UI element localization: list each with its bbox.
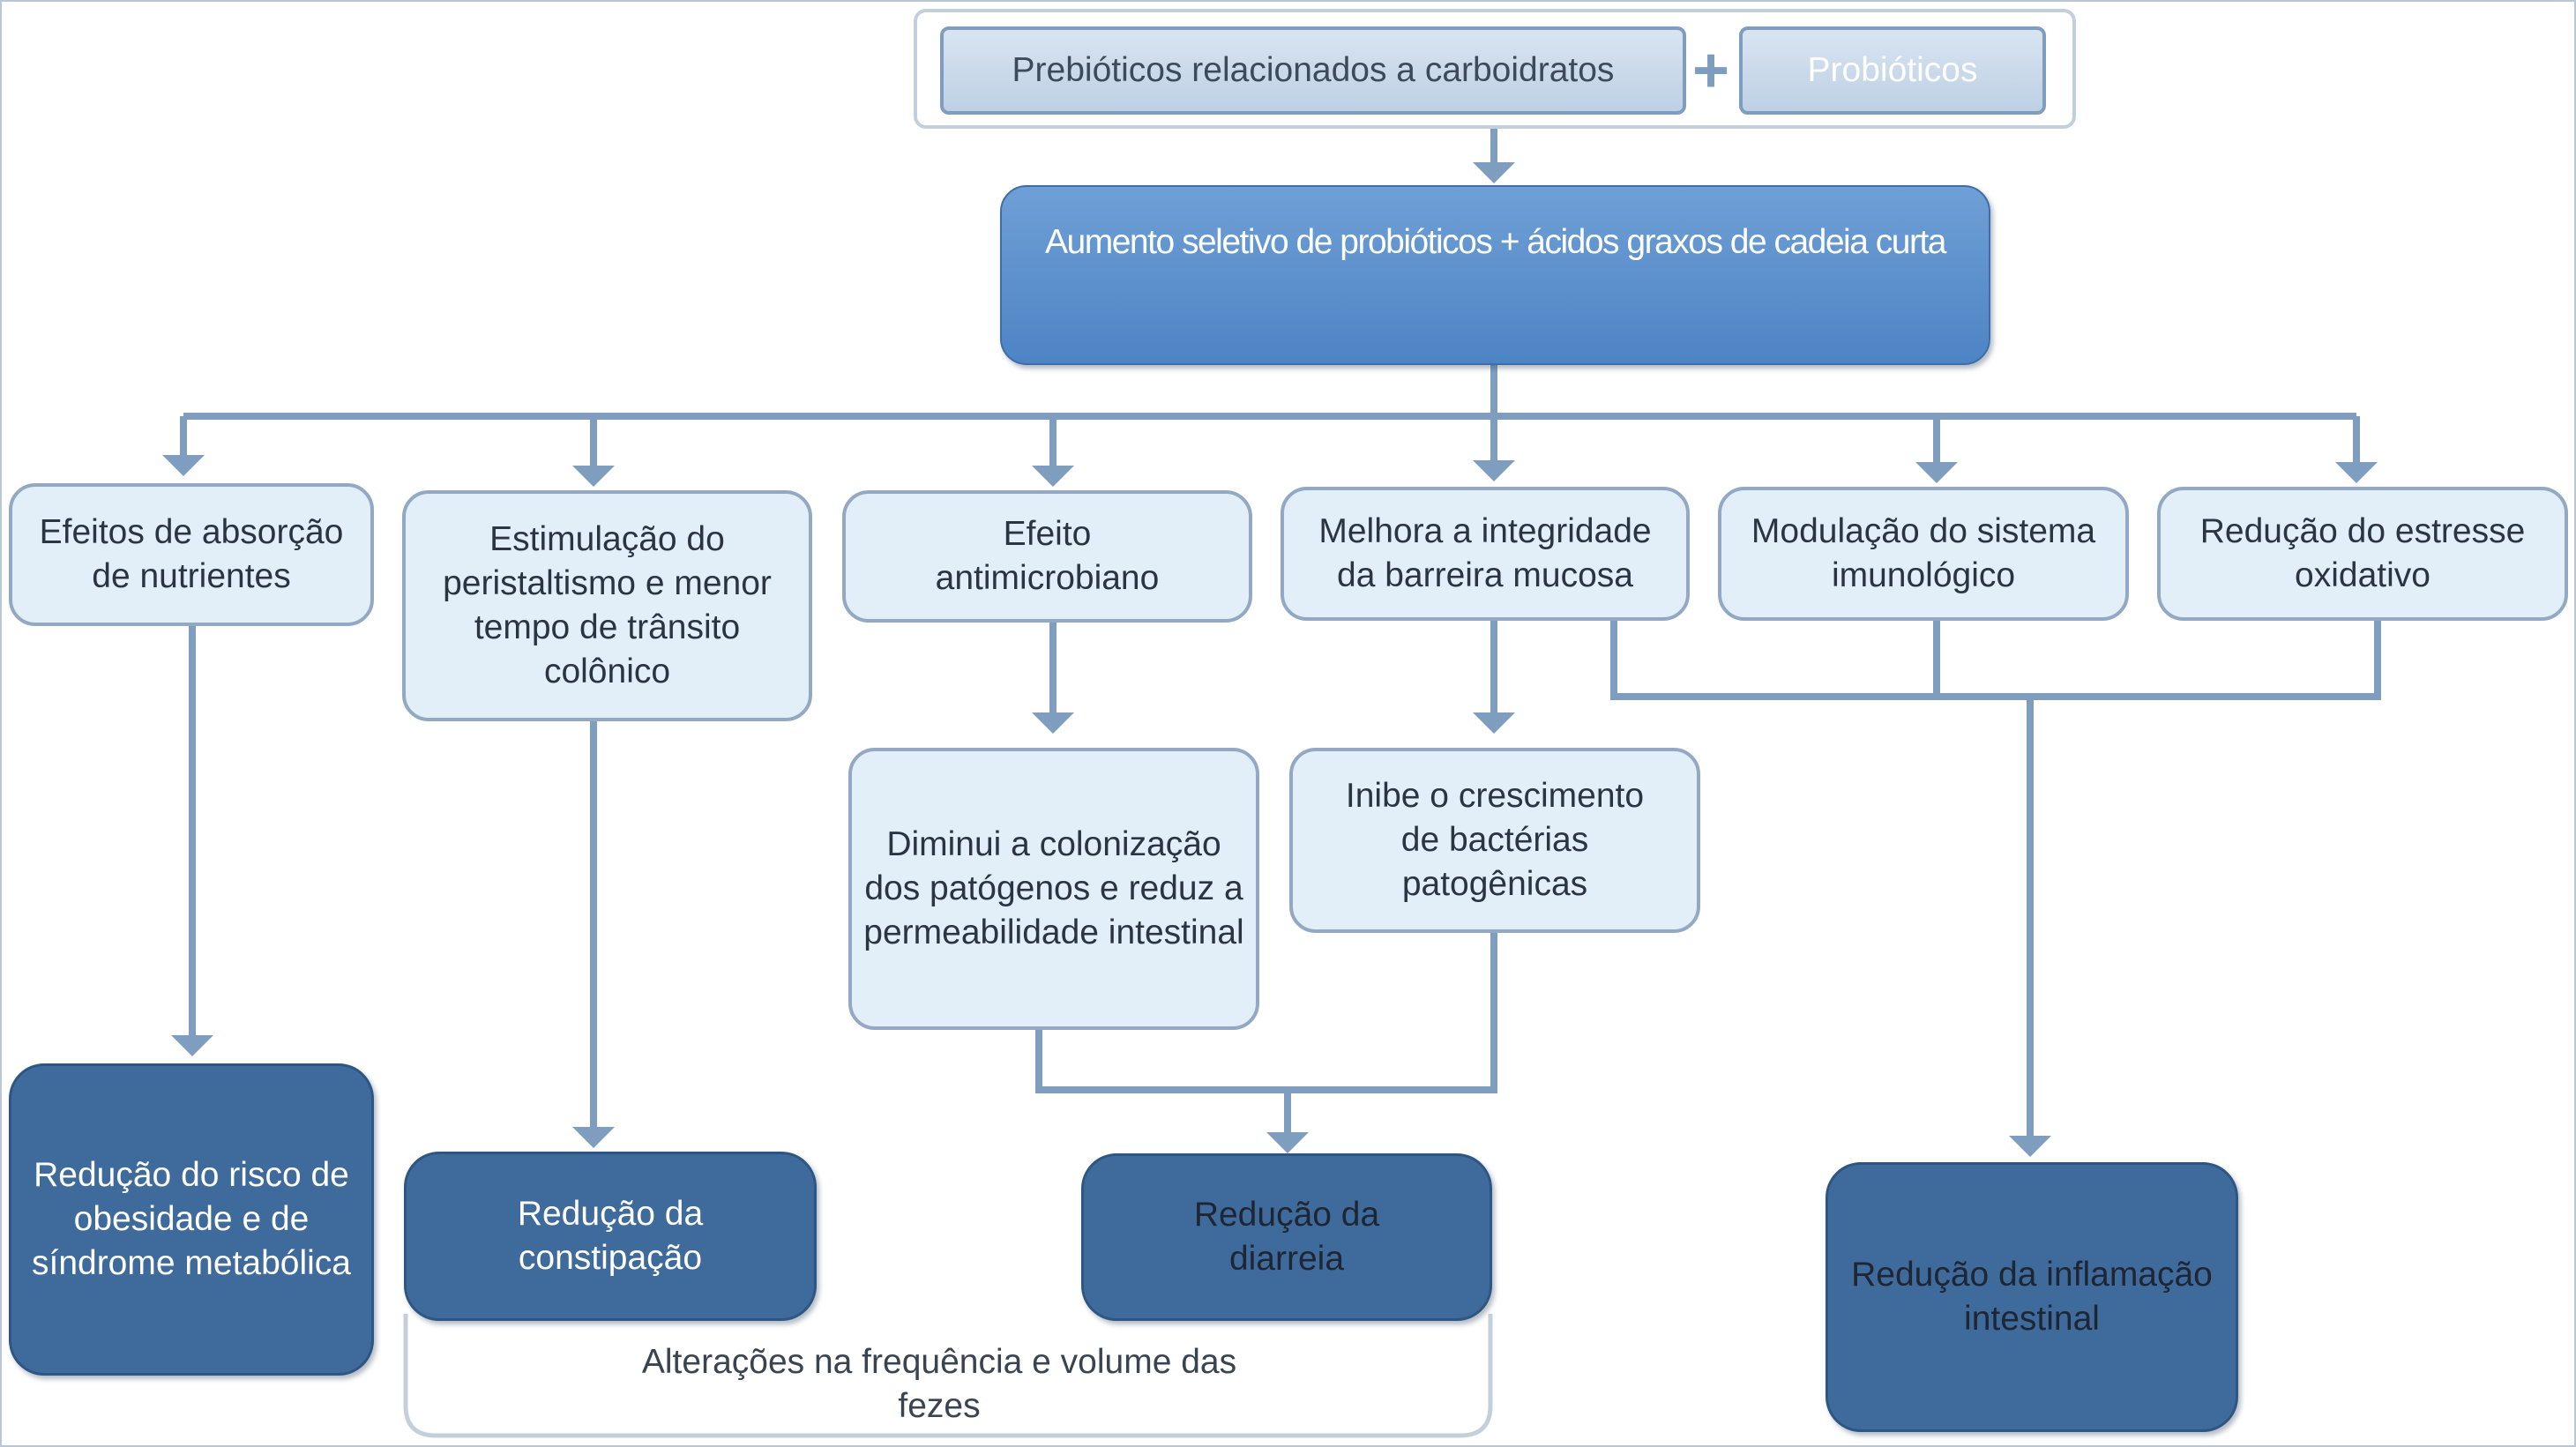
bacteria-box: Inibe o crescimento de bactérias patogên… (1289, 748, 1700, 933)
effect-peristalsis-box: Estimulação do peristaltismo e menor tem… (402, 490, 812, 721)
outcome-inflammation-box: Redução da inflamação intestinal (1826, 1162, 2238, 1432)
effect-peristalsis-label: Estimulação do peristaltismo e menor tem… (443, 520, 772, 690)
connector-merge-to-diarrhea (1035, 933, 1497, 1093)
outcome-constipation-label: Redução da constipação (517, 1195, 704, 1277)
effect-absorption-box: Efeitos de absorção de nutrientes (9, 483, 374, 626)
effect-immune-label: Modulação do sistema imunológico (1751, 512, 2096, 594)
bacteria-label: Inibe o crescimento de bactérias patogên… (1345, 777, 1645, 903)
main-effect-label: Aumento seletivo de probióticos + ácidos… (1045, 223, 1946, 261)
outcome-diarrhea-label: Redução da diarreia (1193, 1196, 1380, 1278)
effect-absorption-label: Efeitos de absorção de nutrientes (39, 513, 344, 595)
colonization-label: Diminui a colonização dos patógenos e re… (863, 825, 1244, 951)
outcome-obesity-box: Redução do risco de obesidade e de síndr… (9, 1063, 374, 1376)
outcome-inflammation-label: Redução da inflamação intestinal (1851, 1256, 2213, 1338)
outcome-constipation-box: Redução da constipação (404, 1152, 817, 1321)
effect-antimicrobial-box: Efeito antimicrobiano (842, 490, 1252, 623)
plus-icon: + (1691, 35, 1730, 106)
probiotics-box: Probióticos (1739, 26, 2046, 115)
probiotics-label: Probióticos (1807, 51, 1978, 89)
outcome-obesity-label: Redução do risco de obesidade e de síndr… (31, 1156, 351, 1282)
outcome-diarrhea-box: Redução da diarreia (1081, 1153, 1492, 1321)
prebiotics-label: Prebióticos relacionados a carboidratos (1012, 51, 1615, 89)
effect-barrier-label: Melhora a integridade da barreira mucosa (1318, 512, 1652, 594)
effect-antimicrobial-label: Efeito antimicrobiano (935, 515, 1160, 597)
stool-changes-label: Alterações na frequência e volume das fe… (641, 1343, 1237, 1425)
colonization-box: Diminui a colonização dos patógenos e re… (848, 748, 1259, 1030)
effect-immune-box: Modulação do sistema imunológico (1718, 487, 2129, 621)
effect-oxidative-box: Redução do estresse oxidativo (2157, 487, 2568, 621)
effect-oxidative-label: Redução do estresse oxidativo (2199, 512, 2526, 594)
effect-barrier-box: Melhora a integridade da barreira mucosa (1281, 487, 1690, 621)
main-effect-box: Aumento seletivo de probióticos + ácidos… (1000, 185, 1990, 365)
prebiotics-box: Prebióticos relacionados a carboidratos (940, 26, 1686, 115)
connector-immune-bracket (1610, 621, 2381, 700)
stool-changes-bracket (403, 1314, 1493, 1438)
